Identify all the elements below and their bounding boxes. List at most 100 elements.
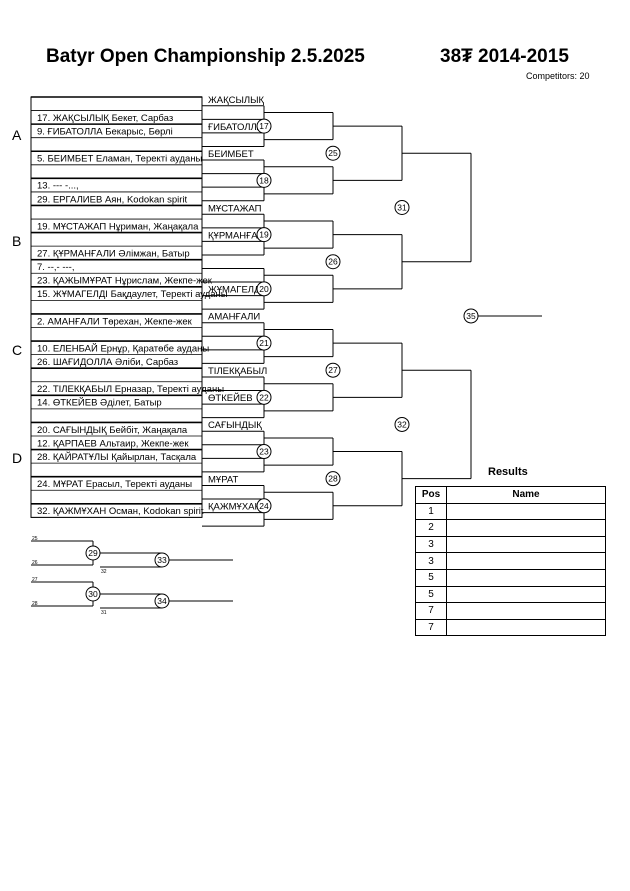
match-circle-17-number: 17 — [259, 121, 269, 131]
match-circle-26-number: 26 — [328, 257, 338, 267]
pool-label-d: D — [12, 450, 22, 466]
match-circle-21-number: 21 — [259, 338, 269, 348]
results-pos: 7 — [415, 602, 447, 620]
competitor-entry: 19. МҰСТАЖАП Нұриман, Жаңақала — [37, 221, 199, 232]
competitor-entry: 29. ЕРГАЛИЕВ Аян, Kodokan spirit — [37, 194, 188, 205]
round1-winner-name: ЖҰМАГЕЛДІ — [208, 285, 263, 296]
competitor-entry: 5. БЕИМБЕТ Еламан, Теректі ауданы — [37, 154, 203, 165]
round1-winner-name: МҰСТАЖАП — [208, 203, 262, 214]
match-circle-28 — [325, 471, 341, 487]
repechage-source-label: 31 — [101, 610, 107, 616]
results-name — [446, 535, 606, 554]
repechage-match-30 — [85, 586, 101, 602]
results-header-name: Name — [446, 486, 606, 504]
round1-winner-name: САҒЫНДЫҚ — [208, 420, 262, 431]
competitors-count: Competitors: 20 — [526, 71, 590, 81]
match-circle-24-number: 24 — [259, 501, 269, 511]
competitor-entry: 12. ҚАРПАЕВ Альтаир, Жекпе-жек — [37, 438, 189, 449]
competitor-entry: 13. --- -..., — [37, 181, 79, 192]
match-circle-28-number: 28 — [328, 474, 338, 484]
match-circle-32-number: 32 — [397, 419, 407, 429]
competitor-entry: 17. ЖАҚСЫЛЫҚ Бекет, Сарбаз — [37, 113, 173, 124]
results-pos: 5 — [415, 568, 447, 587]
competitor-entry: 20. САҒЫНДЫҚ Бейбіт, Жаңақала — [37, 425, 188, 436]
results-row: 1 — [415, 502, 606, 521]
results-pos: 3 — [415, 535, 447, 554]
results-name — [446, 519, 606, 537]
competitor-entry: 22. ТІЛЕКҚАБЫЛ Ерназар, Теректі ауданы — [37, 384, 224, 395]
results-row: 5 — [415, 585, 606, 604]
repechage-source-label: 28 — [32, 601, 38, 607]
results-row: 2 — [415, 519, 606, 537]
match-circle-27-number: 27 — [328, 365, 338, 375]
results-pos: 5 — [415, 585, 447, 604]
results-title: Results — [488, 466, 528, 478]
match-circle-20-number: 20 — [259, 284, 269, 294]
results-pos: 1 — [415, 502, 447, 521]
match-circle-31-number: 31 — [397, 202, 407, 212]
match-circle-26 — [325, 254, 341, 270]
match-circle-31 — [394, 199, 410, 215]
repechage-source-label: 26 — [32, 560, 38, 566]
match-circle-19 — [256, 227, 272, 243]
competitor-entry: 28. ҚАЙРАТҰЛЫ Қайырлан, Тасқала — [37, 451, 197, 463]
bronze-match-34 — [154, 593, 170, 609]
bronze-match-33-number: 33 — [157, 555, 167, 565]
results-name — [446, 585, 606, 604]
results-row: 7 — [415, 618, 606, 637]
match-circle-17 — [256, 118, 272, 134]
match-circle-23 — [256, 444, 272, 460]
results-pos: 7 — [415, 618, 447, 637]
repechage-source-label: 32 — [101, 569, 107, 575]
round1-winner-name: ҚАЖМҰХАН — [208, 502, 262, 513]
results-row: 7 — [415, 602, 606, 620]
match-circle-20 — [256, 281, 272, 297]
match-circle-23-number: 23 — [259, 447, 269, 457]
results-name — [446, 502, 606, 521]
header: Batyr Open Championship 2.5.2025 38₮ 201… — [0, 46, 630, 72]
match-circle-19-number: 19 — [259, 230, 269, 240]
match-circle-18-number: 18 — [259, 175, 269, 185]
final-match-circle-number: 35 — [466, 311, 476, 321]
pool-label-b: B — [12, 233, 21, 249]
round1-winner-name: АМАНҒАЛИ — [208, 312, 260, 323]
match-circle-18 — [256, 172, 272, 188]
round1-winner-name: МҰРАТ — [208, 474, 238, 485]
repechage-source-label: 25 — [32, 536, 38, 542]
results-row: 5 — [415, 568, 606, 587]
competitor-entry: 7. --,- ---, — [37, 262, 74, 273]
results-header-pos: Pos — [415, 486, 447, 504]
round1-winner-name: БЕИМБЕТ — [208, 149, 254, 160]
results-row: 3 — [415, 552, 606, 570]
results-name — [446, 552, 606, 570]
final-match-circle — [463, 308, 479, 324]
repechage-match-29 — [85, 545, 101, 561]
match-circle-32 — [394, 416, 410, 432]
round1-winner-name: ҒИБАТОЛЛА — [208, 122, 264, 133]
repechage-source-label: 27 — [32, 577, 38, 583]
weight-category: 38₮ 2014-2015 — [440, 46, 569, 67]
round1-winner-name: ТІЛЕКҚАБЫЛ — [208, 366, 267, 377]
competitor-entry: 9. ҒИБАТОЛЛА Бекарыс, Бөрлі — [37, 126, 173, 137]
match-circle-22 — [256, 389, 272, 405]
results-name — [446, 618, 606, 637]
results-pos: 3 — [415, 552, 447, 570]
bronze-match-34-number: 34 — [157, 596, 167, 606]
page-title: Batyr Open Championship 2.5.2025 — [46, 46, 365, 67]
competitor-entry: 2. АМАНҒАЛИ Төрехан, Жекпе-жек — [37, 316, 193, 327]
competitor-entry: 24. МҰРАТ Ерасыл, Теректі ауданы — [37, 479, 192, 490]
competitor-entry: 32. ҚАЖМҰХАН Осман, Kodokan spirit — [37, 506, 204, 517]
results-name — [446, 568, 606, 587]
match-circle-24 — [256, 498, 272, 514]
match-circle-25 — [325, 145, 341, 161]
repechage-match-29-number: 29 — [88, 548, 98, 558]
round1-winner-name: ӨТКЕЙЕВ — [208, 392, 253, 404]
competitor-entry: 15. ЖҰМАГЕЛДІ Бақдаулет, Теректі ауданы — [37, 289, 228, 300]
pool-label-a: A — [12, 127, 22, 143]
round1-winner-name: ҚҰРМАНҒАЛИ — [208, 230, 271, 241]
competitor-entry: 23. ҚАЖЫМҰРАТ Нұрислам, Жекпе-жек — [37, 276, 213, 287]
competitor-entry: 27. ҚҰРМАНҒАЛИ Әлімжан, Батыр — [37, 249, 190, 260]
results-row: 3 — [415, 535, 606, 554]
